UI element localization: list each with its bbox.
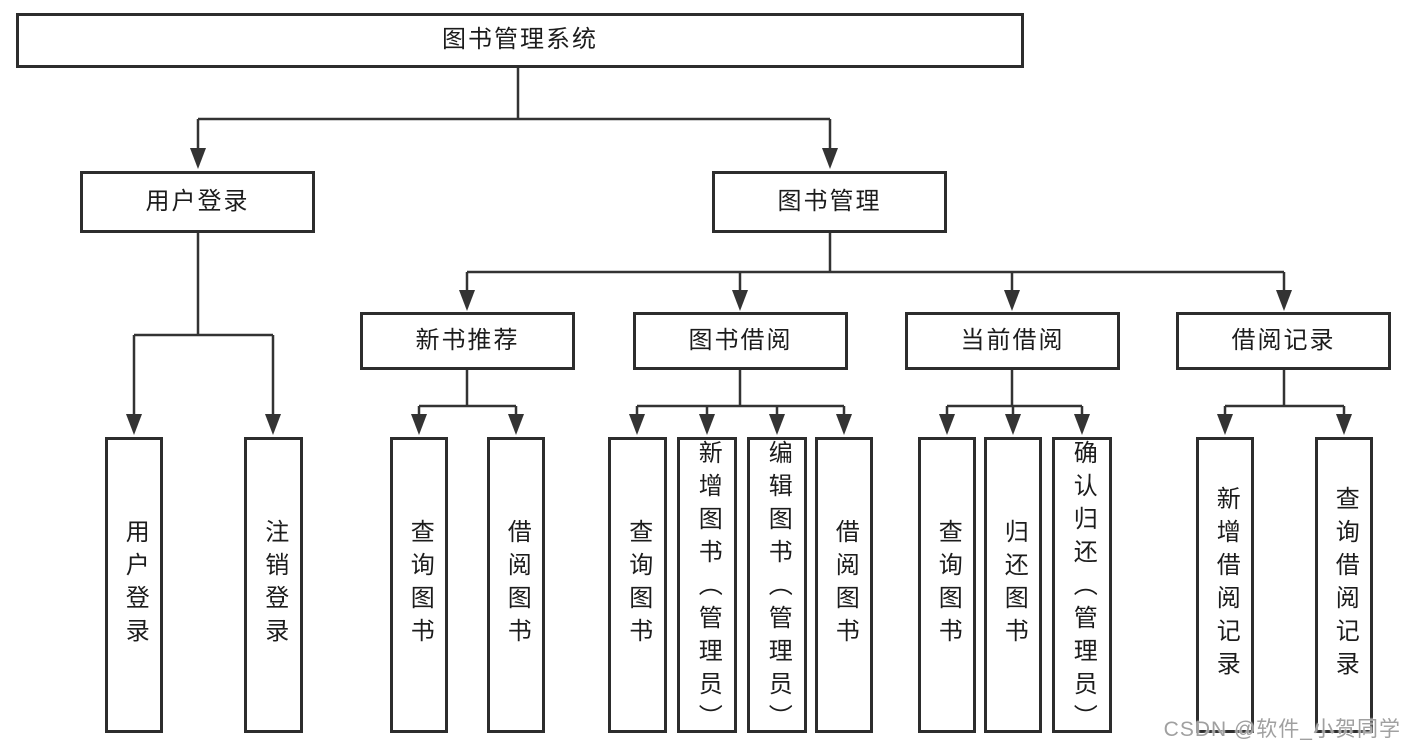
node-label: 归还图书 [1000,519,1028,651]
leaf-user-login: 用户登录 [105,437,163,733]
node-book-management: 图书管理 [712,171,947,233]
arrowhead-icons [126,148,1352,435]
node-label: 借阅记录 [1231,326,1336,354]
leaf-add-borrow-record: 新增借阅记录 [1196,437,1254,733]
leaf-logout-login: 注销登录 [244,437,303,733]
node-label: 用户登录 [121,519,149,651]
node-label: 图书管理 [777,187,882,215]
node-borrow-records: 借阅记录 [1176,312,1391,370]
node-label: 编辑图书（管理员） [764,440,792,737]
leaf-query-book-borrow: 查询图书 [608,437,667,733]
node-new-book-recommend: 新书推荐 [360,312,575,370]
node-label: 借阅图书 [503,519,531,651]
node-label: 查询图书 [934,519,962,651]
leaf-return-book: 归还图书 [984,437,1042,733]
node-label: 新增图书（管理员） [694,440,722,737]
node-label: 查询图书 [406,519,434,651]
node-label: 注销登录 [260,519,288,651]
node-label: 图书管理系统 [442,26,598,54]
node-book-borrow: 图书借阅 [633,312,848,370]
leaf-borrow-book: 借阅图书 [815,437,873,733]
node-label: 查询借阅记录 [1331,486,1359,684]
node-label: 查询图书 [624,519,652,651]
node-current-borrow: 当前借阅 [905,312,1120,370]
node-label: 图书借阅 [688,326,793,354]
node-label: 新书推荐 [415,326,520,354]
leaf-confirm-return-admin: 确认归还（管理员） [1052,437,1112,737]
csdn-watermark: CSDN @软件_小贺同学 [1163,718,1401,741]
leaf-edit-book-admin: 编辑图书（管理员） [747,437,807,737]
tree-edges [132,68,1346,416]
node-label: 新增借阅记录 [1212,486,1240,684]
leaf-query-book-recommend: 查询图书 [390,437,448,733]
leaf-query-borrow-record: 查询借阅记录 [1315,437,1373,733]
node-label: 确认归还（管理员） [1069,440,1097,737]
node-user-login: 用户登录 [80,171,315,233]
node-label: 当前借阅 [960,326,1065,354]
node-library-system: 图书管理系统 [16,13,1024,68]
leaf-add-book-admin: 新增图书（管理员） [677,437,737,737]
node-label: 借阅图书 [831,519,859,651]
leaf-borrow-book-recommend: 借阅图书 [487,437,545,733]
leaf-query-book-current: 查询图书 [918,437,976,733]
node-label: 用户登录 [145,187,250,215]
